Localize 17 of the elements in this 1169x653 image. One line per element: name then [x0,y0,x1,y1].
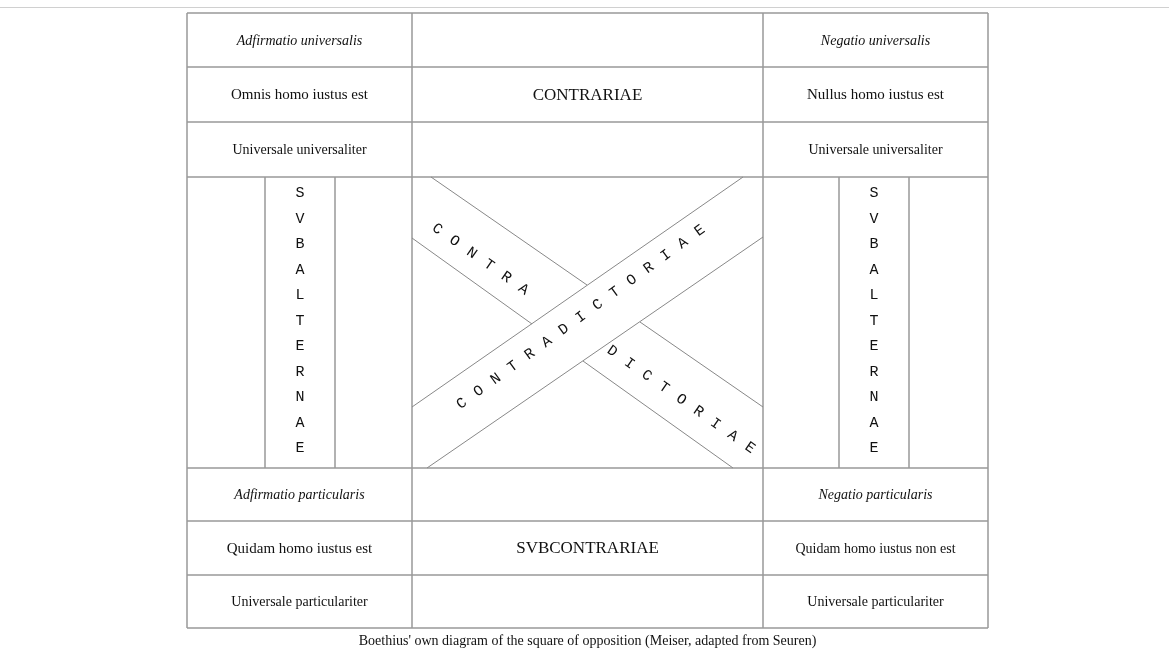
proposition-text: Quidam homo iustus est [226,536,373,560]
relation-label: SVBALTERNAE [866,181,882,468]
proposition-text: Nullus homo iustus est [806,83,945,106]
quantity-text: Universale particulariter [231,594,368,609]
relation-label: CONTRARIAE [532,81,643,108]
relation-label: SVBCONTRARIAE [516,535,659,561]
cell-heading: Negatio universalis [820,29,931,51]
proposition-text: Omnis homo iustus est [230,83,369,106]
caption: Boethius' own diagram of the square of opposition (Meiser, adapted from Seuren) [357,632,818,650]
cell-heading: Adfirmatio particularis [234,484,365,505]
cell-heading: Adfirmatio universalis [236,29,363,51]
proposition-text: Quidam homo iustus non est [795,540,956,556]
relation-label: SVBALTERNAE [292,181,308,468]
cell-heading: Negatio particularis [818,484,933,505]
quantity-text: Universale universaliter [232,142,367,157]
quantity-text: Universale universaliter [808,142,943,157]
quantity-text: Universale particulariter [807,594,944,609]
